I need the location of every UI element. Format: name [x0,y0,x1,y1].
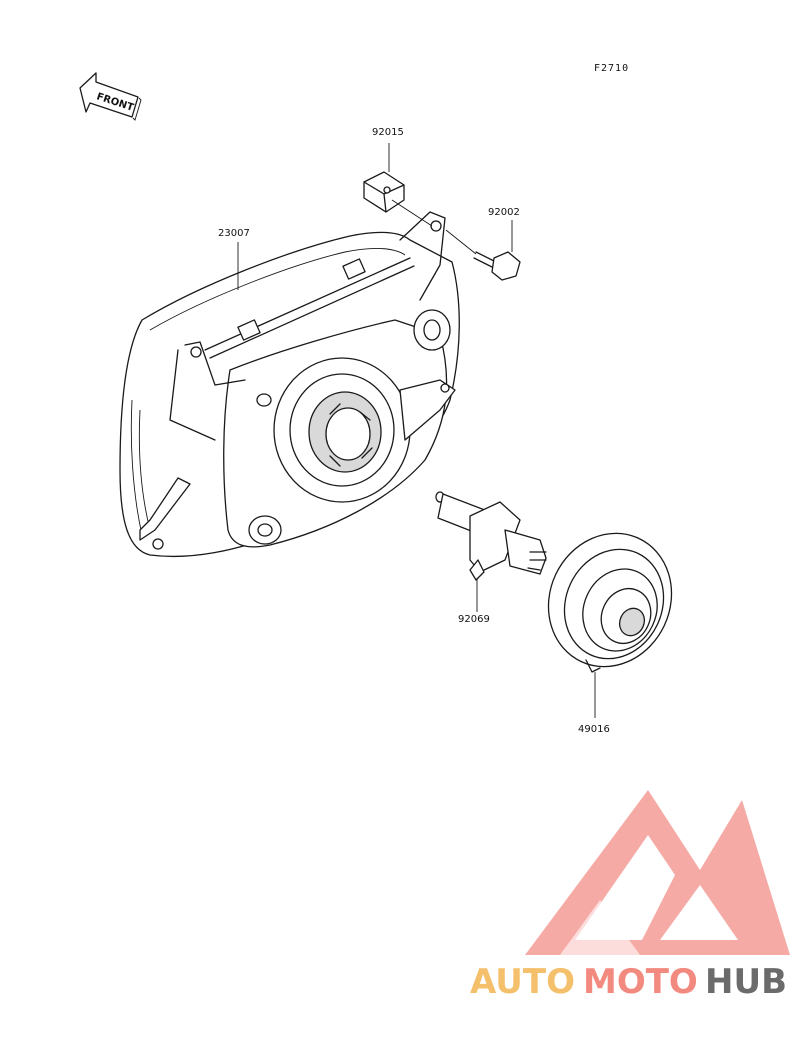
bulb-drawing [435,491,547,581]
part-label-92015: 92015 [372,127,404,138]
watermark-text-hub: HUB [705,962,787,1002]
part-label-49016: 49016 [578,724,610,735]
bolt-drawing [473,251,521,281]
watermark-logo [525,790,790,955]
reference-code: F2710 [594,63,629,74]
part-label-92069: 92069 [458,614,490,625]
nut-drawing [363,171,405,213]
front-arrow-icon: FRONT [79,72,142,121]
bulb-cover-drawing [547,532,673,673]
part-label-23007: 23007 [218,228,250,239]
part-label-92002: 92002 [488,207,520,218]
watermark-text-moto: MOTO [583,962,698,1002]
watermark-text-auto: AUTO [470,962,575,1002]
headlight-assembly-drawing [119,211,460,558]
